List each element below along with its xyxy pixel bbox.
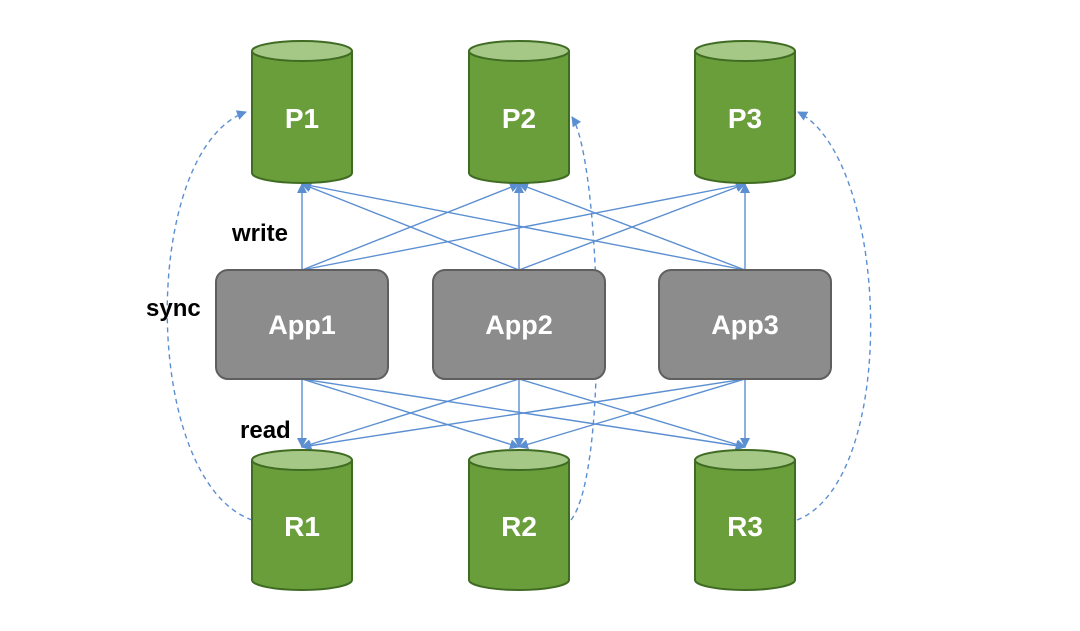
database-label: P1 <box>285 103 319 134</box>
read-arrow-app3-r1 <box>301 378 746 451</box>
primary-database-p1: P1 <box>251 40 353 184</box>
replica-database-r3: R3 <box>694 449 796 591</box>
write-arrow-app3-p1 <box>301 180 746 271</box>
app-server-app3: App3 <box>658 269 832 380</box>
replica-database-r2: R2 <box>468 449 570 591</box>
read-connections <box>297 378 750 451</box>
app-label: App1 <box>268 310 336 340</box>
write-annotation: write <box>231 220 288 247</box>
database-label: P3 <box>728 103 762 134</box>
sync-annotation: sync <box>146 295 201 322</box>
app-server-app2: App2 <box>432 269 606 380</box>
replica-database-r1: R1 <box>251 449 353 591</box>
app-label: App3 <box>711 310 779 340</box>
database-label: R3 <box>727 511 763 542</box>
sync-arrow-r3-p3 <box>796 111 872 521</box>
app-server-app1: App1 <box>215 269 389 380</box>
read-arrow-app3-r2 <box>518 378 746 450</box>
read-arrow-app2-r1 <box>301 378 520 450</box>
write-arrow-app2-p1 <box>301 182 520 271</box>
write-connections <box>297 180 750 271</box>
database-label: R2 <box>501 511 537 542</box>
read-annotation: read <box>240 417 291 444</box>
database-label: R1 <box>284 511 320 542</box>
database-label: P2 <box>502 103 536 134</box>
primary-database-p3: P3 <box>694 40 796 184</box>
app-label: App2 <box>485 310 553 340</box>
write-arrow-app3-p2 <box>518 182 746 271</box>
primary-database-p2: P2 <box>468 40 570 184</box>
